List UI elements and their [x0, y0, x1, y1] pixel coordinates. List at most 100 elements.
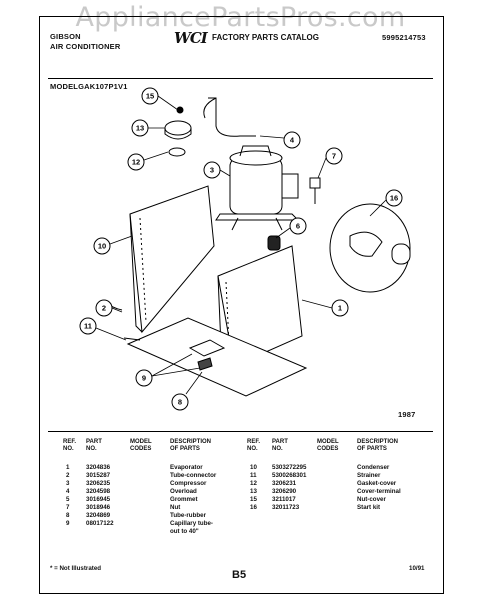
row-ref: 9 — [66, 520, 70, 527]
footer-note: * = Not Illustrated — [50, 565, 102, 572]
row-part: 3206235 — [86, 480, 111, 487]
svg-text:6: 6 — [296, 222, 300, 231]
callout-8: 8 — [171, 393, 189, 411]
row-part: 3204836 — [86, 464, 111, 471]
wci-logo: WCI — [174, 29, 208, 47]
page-number: B5 — [232, 569, 247, 581]
row-ref: 8 — [66, 512, 70, 519]
row-ref: 3 — [66, 480, 70, 487]
row-desc: Grommet — [170, 496, 198, 503]
row-ref: 11 — [250, 472, 257, 479]
start-kit-inset — [329, 203, 411, 293]
svg-text:15: 15 — [146, 92, 154, 101]
watermark: AppliancePartsPros.com — [75, 2, 406, 33]
callout-10: 10 — [93, 237, 111, 255]
grommet — [267, 235, 281, 251]
header-ref-no: REF. NO. — [247, 439, 261, 452]
svg-text:16: 16 — [390, 194, 398, 203]
row-ref: 12 — [250, 480, 257, 487]
row-part: 3016945 — [86, 496, 111, 503]
svg-text:10: 10 — [98, 242, 106, 251]
base-plate — [126, 317, 308, 397]
svg-text:7: 7 — [332, 152, 336, 161]
row-ref: 16 — [250, 504, 257, 511]
row-ref: 10 — [250, 464, 257, 471]
row-part: 5303272295 — [272, 464, 307, 471]
year-code: 1987 — [398, 410, 416, 419]
callout-13: 13 — [131, 119, 149, 137]
row-desc: Tube-rubber — [170, 512, 206, 519]
row-desc: Compressor — [170, 480, 207, 487]
header-description: DESCRIPTION OF PARTS — [357, 439, 399, 452]
revision-date: 10/91 — [409, 565, 425, 572]
catalog-title: FACTORY PARTS CATALOG — [212, 33, 319, 42]
row-desc: Strainer — [357, 472, 381, 479]
row-ref: 2 — [66, 472, 70, 479]
row-part: 3204598 — [86, 488, 111, 495]
svg-text:12: 12 — [132, 158, 140, 167]
row-desc: Start kit — [357, 504, 381, 511]
gasket-cover — [168, 147, 186, 157]
row-part: 3206231 — [272, 480, 297, 487]
nut — [309, 177, 321, 189]
callout-7: 7 — [325, 147, 343, 165]
row-part: 3018946 — [86, 504, 111, 511]
row-part: 08017122 — [86, 520, 114, 527]
header-ref-no: REF. NO. — [63, 439, 77, 452]
row-desc: Nut-cover — [357, 496, 386, 503]
row-ref: 4 — [66, 488, 70, 495]
exploded-parts-diagram: 15 13 12 4 3 7 16 10 6 2 1 11 9 8 — [79, 87, 411, 411]
row-desc: Cover-terminal — [357, 488, 401, 495]
row-desc: Evaporator — [170, 464, 203, 471]
row-part: 32011723 — [272, 504, 300, 511]
header-model-codes: MODEL CODES — [130, 439, 152, 452]
svg-text:3: 3 — [210, 166, 214, 175]
compressor — [229, 157, 283, 215]
callout-4: 4 — [283, 131, 301, 149]
svg-text:8: 8 — [178, 398, 182, 407]
header-part-no: PART NO. — [86, 439, 102, 452]
brand-line2: AIR CONDITIONER — [50, 42, 121, 51]
svg-text:4: 4 — [290, 136, 295, 145]
model-number: MODELGAK107P1V1 — [50, 82, 128, 91]
row-desc: Overload — [170, 488, 197, 495]
terminal-cover — [164, 120, 192, 136]
header-rule — [48, 78, 433, 79]
table-top-rule — [48, 431, 433, 432]
callout-1: 1 — [331, 299, 349, 317]
row-desc: Tube-connector — [170, 472, 217, 479]
row-desc: Condenser — [357, 464, 390, 471]
row-ref: 15 — [250, 496, 257, 503]
callout-11: 11 — [79, 317, 97, 335]
row-desc: Gasket-cover — [357, 480, 397, 487]
svg-text:2: 2 — [102, 304, 106, 313]
row-ref: 1 — [66, 464, 70, 471]
row-ref: 13 — [250, 488, 257, 495]
header-part-no: PART NO. — [272, 439, 288, 452]
brand-line1: GIBSON — [50, 32, 81, 41]
row-desc: Nut — [170, 504, 181, 511]
condenser — [129, 185, 215, 334]
catalog-number: 5995214753 — [382, 33, 426, 42]
row-part: 3204869 — [86, 512, 111, 519]
callout-2: 2 — [95, 299, 113, 317]
callout-6: 6 — [289, 217, 307, 235]
row-part: 3015287 — [86, 472, 111, 479]
callout-12: 12 — [127, 153, 145, 171]
svg-text:11: 11 — [84, 322, 92, 331]
svg-text:13: 13 — [136, 124, 144, 133]
nut-cover — [176, 106, 184, 114]
header-model-codes: MODEL CODES — [317, 439, 339, 452]
callout-15: 15 — [141, 87, 159, 105]
row-part: 3211017 — [272, 496, 296, 503]
parts-sheet-frame — [39, 16, 444, 594]
callout-9: 9 — [135, 369, 153, 387]
row-desc: Capillary tube- out to 40" — [170, 520, 213, 535]
svg-text:1: 1 — [338, 304, 342, 313]
row-ref: 7 — [66, 504, 70, 511]
callout-3: 3 — [203, 161, 221, 179]
row-part: 3206290 — [272, 488, 297, 495]
row-ref: 5 — [66, 496, 70, 503]
header-description: DESCRIPTION OF PARTS — [170, 439, 212, 452]
row-part: 5300268301 — [272, 472, 307, 479]
